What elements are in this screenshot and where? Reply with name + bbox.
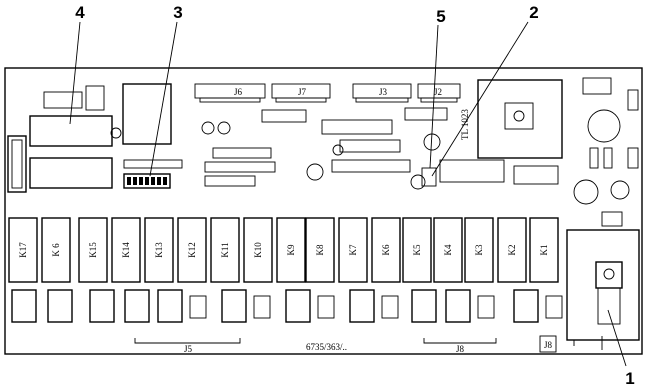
top-connector-j3: J3 (352, 83, 412, 103)
connector-label-j3: J3 (379, 87, 388, 97)
relay-k9 (276, 217, 306, 283)
connector-label-j2: J2 (434, 87, 442, 97)
corner-label: J8 (544, 340, 553, 350)
bottom-connector-label-j8: J8 (456, 344, 465, 354)
relay-label-k13: K13 (154, 242, 164, 258)
relay-k5 (402, 217, 432, 283)
relay-k15 (78, 217, 108, 283)
board-outline (4, 67, 643, 355)
relay-k16 (41, 217, 71, 283)
relay-k2 (497, 217, 527, 283)
connector-label-j6: J6 (234, 87, 243, 97)
relay-label-k4: K4 (443, 244, 453, 255)
relay-label-k10: K10 (253, 242, 263, 258)
relay-k7 (338, 217, 368, 283)
dip-switch (123, 159, 183, 189)
relay-k10 (243, 217, 273, 283)
relay-k3 (464, 217, 494, 283)
callout-3: 3 (173, 3, 182, 22)
large-ic-group (29, 83, 172, 189)
relay-label-k8: K8 (315, 244, 325, 255)
power-module (566, 211, 640, 350)
part-number: 6735/363/.. (306, 342, 347, 352)
callout-1: 1 (625, 369, 634, 388)
relay-k4 (433, 217, 463, 283)
relay-label-k12: K12 (187, 242, 197, 258)
callout-5: 5 (436, 7, 445, 26)
relay-label-k9: K9 (286, 244, 296, 255)
relay-label-k5: K5 (412, 244, 422, 255)
relay-k8 (305, 217, 335, 283)
relay-label-k2: K2 (507, 245, 517, 256)
relay-label-k15: K15 (88, 242, 98, 258)
chip-label: TL 1023 (460, 109, 470, 140)
bottom-connector-label-j5: J5 (184, 344, 193, 354)
callout-4: 4 (75, 3, 85, 22)
middle-components (201, 107, 505, 190)
callout-2: 2 (529, 3, 538, 22)
relay-k11 (210, 217, 240, 283)
relay-label-k16: K 6 (51, 243, 61, 257)
relay-label-k6: K6 (381, 244, 391, 255)
top-connector-j2: J2 (417, 83, 461, 103)
relay-k6 (371, 217, 401, 283)
relay-label-k1: K1 (539, 245, 549, 256)
top-connector-j7: J7 (271, 83, 331, 103)
bottom-connector-j5: J5 (134, 338, 241, 354)
bottom-parts-row (11, 289, 563, 323)
relay-label-k11: K11 (220, 242, 230, 257)
relay-label-k14: K14 (121, 242, 131, 258)
right-components (477, 77, 639, 205)
relay-row: K17 K 6 K15 K14 K13 K12 K11 K10 K9 K8 K7… (8, 217, 559, 283)
bottom-connector-j8: J8 (423, 338, 497, 354)
relay-label-k3: K3 (474, 244, 484, 255)
connector-label-j7: J7 (298, 87, 307, 97)
relay-k12 (177, 217, 207, 283)
relay-k14 (111, 217, 141, 283)
relay-k13 (144, 217, 174, 283)
relay-k1 (529, 217, 559, 283)
left-side-connector (7, 135, 27, 193)
corner-label-box: J8 (539, 335, 557, 353)
relay-k17 (8, 217, 38, 283)
top-connector-j6: J6 (194, 83, 266, 103)
relay-label-k7: K7 (348, 244, 358, 255)
relay-label-k17: K17 (18, 242, 28, 258)
callout-leaders (69, 21, 627, 367)
